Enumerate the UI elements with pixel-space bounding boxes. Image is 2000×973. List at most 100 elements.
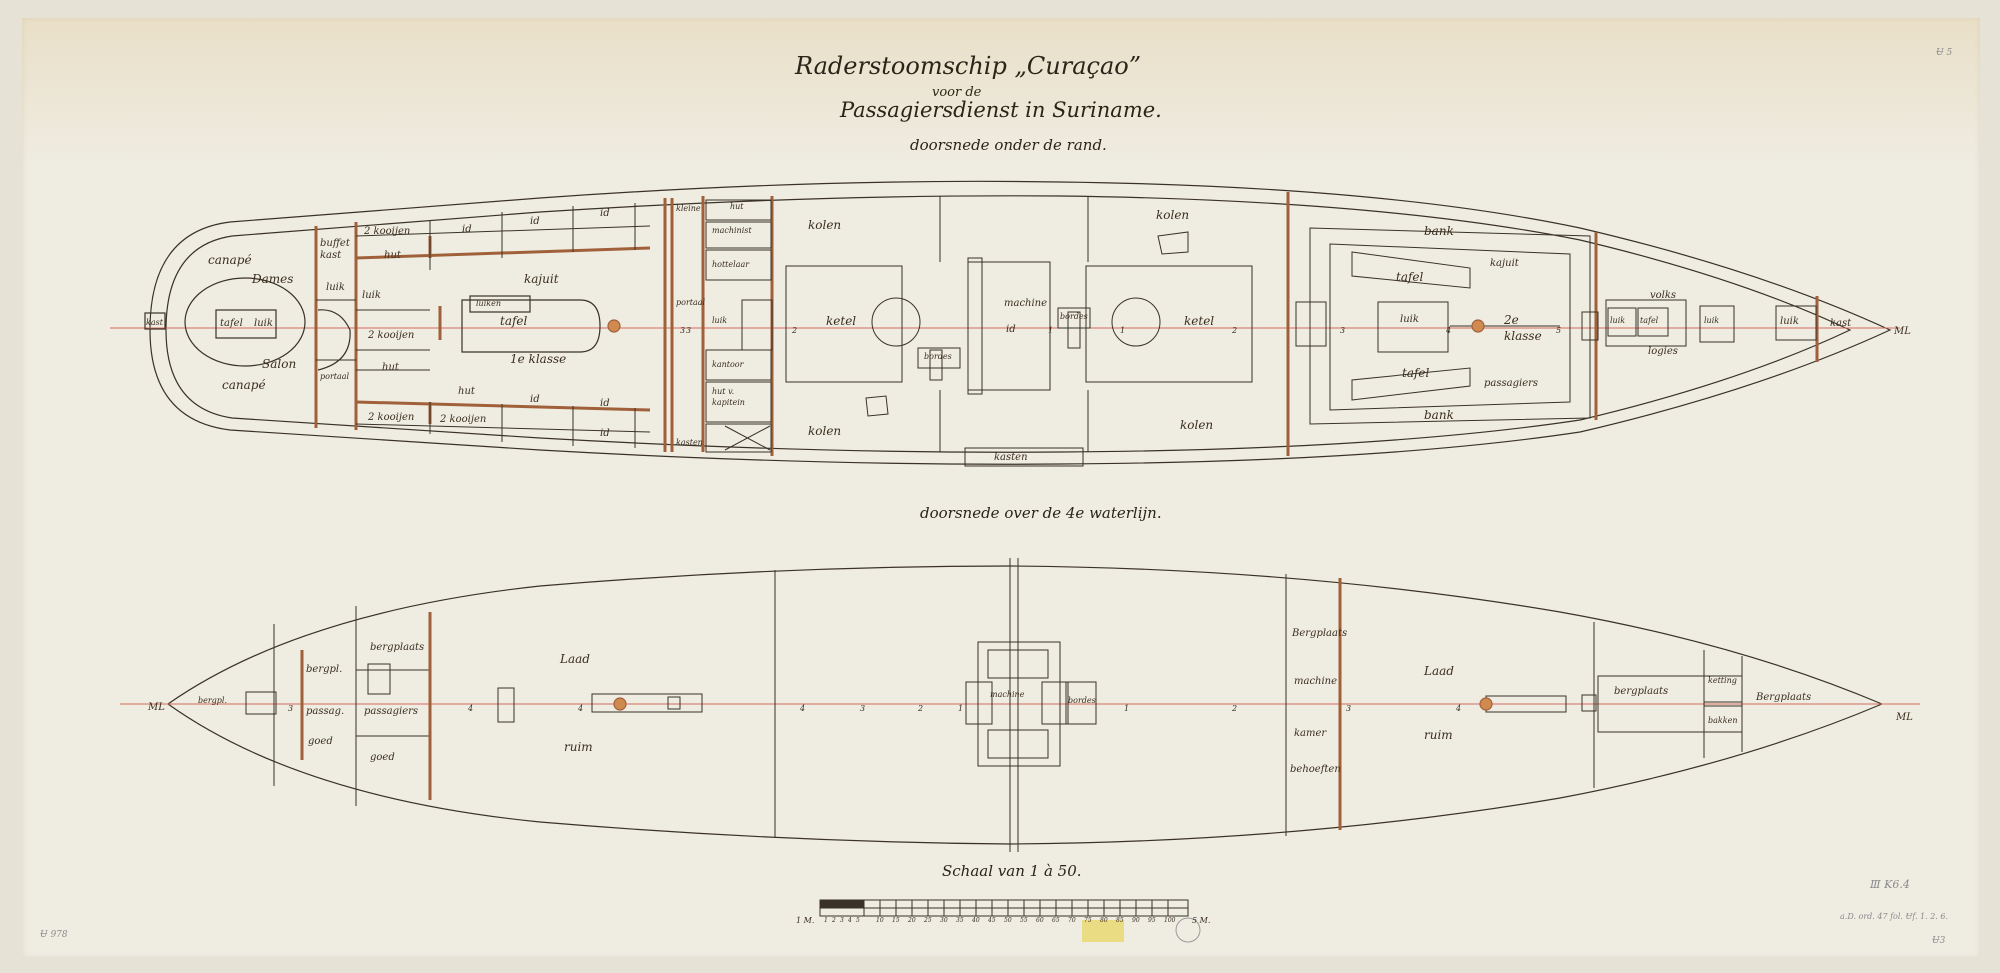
scale-right-unit: 5 M. — [1192, 916, 1211, 925]
lbl-tafel-2e-a: tafel — [1396, 270, 1424, 284]
upper-hull-outline — [149, 180, 1892, 465]
scale-tick: 10 — [876, 917, 884, 924]
title-line-3: Passagiersdienst in Suriname. — [840, 98, 1162, 122]
lower-hull-outline — [166, 565, 1884, 845]
lbl-canape-bottom: canapé — [222, 378, 266, 392]
lbl-dames: Dames — [252, 272, 294, 286]
lower-frame-num: 2 — [918, 704, 924, 713]
scale-tick: 95 — [1148, 917, 1156, 924]
lbl-id-4: id — [530, 394, 540, 405]
lbl-bergpl: bergpl. — [198, 696, 228, 705]
lower-frame-num: 4 — [800, 704, 806, 713]
scale-caption: Schaal van 1 à 50. — [942, 862, 1082, 880]
upper-deck-plan — [110, 180, 1900, 467]
lbl-bordes-1: bordes — [924, 352, 952, 361]
lbl-id-6: id — [600, 428, 610, 439]
lbl-luik-a: luik — [326, 282, 345, 293]
scale-tick: 4 — [848, 917, 852, 924]
lbl-kleine: kleine — [676, 204, 701, 213]
lbl-hut-1: hut — [384, 250, 401, 261]
lower-frame-num: 3 — [288, 704, 294, 713]
lbl-laad-1: Laad — [560, 652, 590, 666]
stamp-right-bottom: Ʉ3 — [1932, 936, 1946, 946]
lbl-id-1: id — [462, 224, 472, 235]
lbl-machine-id: id — [1006, 324, 1016, 335]
lbl-hut-3: hut — [458, 386, 475, 397]
stamp-right-note: a.D. ord. 47 fol. Ʉf. 1. 2. 6. — [1840, 912, 1949, 921]
lbl-kooijen-4: 2 kooijen — [440, 414, 487, 425]
second-class-table — [1377, 301, 1449, 353]
scale-tick: 75 — [1084, 917, 1092, 924]
scale-bar — [819, 899, 1189, 917]
upper-frame-num: 1 — [1120, 326, 1126, 335]
lower-plan-caption: doorsnede over de 4e waterlijn. — [920, 504, 1162, 522]
scale-tick: 20 — [908, 917, 916, 924]
lower-mast-fwd — [1479, 697, 1493, 711]
lbl-ml-left: ML — [148, 702, 165, 713]
title-line-2: voor de — [932, 85, 982, 100]
scale-tick: 50 — [1004, 917, 1012, 924]
lbl-kamer: kamer — [1294, 728, 1327, 739]
lbl-kast-bow: kast — [1830, 318, 1852, 329]
boiler-left — [785, 265, 903, 383]
lbl-kolen-4: kolen — [1180, 418, 1214, 432]
lbl-bordes-2: bordes — [1060, 312, 1088, 321]
lbl-luiken: luiken — [476, 299, 502, 308]
lbl-bakken: bakken — [1708, 716, 1738, 725]
title-line-1: Raderstoomschip „Curaçao” — [795, 52, 1141, 80]
lbl-bergplaats-1: bergplaats — [370, 642, 425, 653]
lbl-ruim-1: ruim — [564, 740, 593, 754]
lbl-id-2: id — [530, 216, 540, 227]
lbl-kasten-mid: kasten — [676, 438, 703, 447]
lbl-machine: machine — [1004, 298, 1048, 309]
scale-tick: 85 — [1116, 917, 1124, 924]
lbl-ketel-1: ketel — [826, 314, 857, 328]
scale-tick: 55 — [1020, 917, 1028, 924]
lbl-logies: logies — [1648, 346, 1678, 357]
lbl-goed-2: goed — [370, 752, 395, 763]
lbl-ml-right: ML — [1896, 712, 1913, 723]
lbl-bergplaats-4: Bergplaats — [1756, 692, 1812, 703]
paper-stain — [22, 18, 1980, 168]
lbl-luik-v3: luik — [1780, 316, 1799, 327]
lbl-hut-kleine: hut — [730, 202, 744, 211]
lbl-volks: volks — [1650, 290, 1677, 301]
lower-frame-num: 3 — [1346, 704, 1352, 713]
lbl-bordes-lower: bordes — [1068, 696, 1096, 705]
spiral-stair — [317, 309, 351, 371]
scale-tick: 40 — [972, 917, 980, 924]
first-class-table — [461, 299, 601, 353]
salon-table-outline — [184, 277, 306, 367]
lbl-ketting: ketting — [1708, 676, 1737, 685]
upper-frame-num: 3 — [680, 326, 686, 335]
lbl-behoeften: behoeften — [1290, 764, 1341, 775]
lower-engine — [965, 558, 1097, 852]
scale-tick: 15 — [892, 917, 900, 924]
lbl-kooijen-2: 2 kooijen — [368, 330, 415, 341]
lbl-klasse-1e: 1e klasse — [510, 352, 567, 366]
lbl-portaal-left: portaal — [320, 372, 350, 381]
stamp-left-margin: Ʉ 978 — [40, 930, 68, 940]
lbl-luik-salon: luik — [254, 318, 273, 329]
lbl-hottelaar: hottelaar — [712, 260, 750, 269]
lbl-luik-mid: luik — [712, 316, 728, 325]
lbl-bergplaats-2: Bergplaats — [1292, 628, 1348, 639]
scale-tick: 70 — [1068, 917, 1076, 924]
upper-frame-num: 4 — [1446, 326, 1452, 335]
lbl-ml-upper: ML — [1894, 326, 1911, 337]
lbl-laad-2: Laad — [1424, 664, 1454, 678]
lbl-kooijen-1: 2 kooijen — [364, 226, 411, 237]
lbl-ruim-2: ruim — [1424, 728, 1453, 742]
lbl-kolen-3: kolen — [808, 424, 842, 438]
lbl-tafel-1e: tafel — [500, 314, 528, 328]
lower-frame-num: 2 — [1232, 704, 1238, 713]
lbl-kasten-bottom: kasten — [994, 452, 1028, 463]
lbl-luik-v1: luik — [1610, 316, 1626, 325]
lbl-canape-top: canapé — [208, 253, 252, 267]
lbl-id-3: id — [600, 208, 610, 219]
boiler-right — [1085, 265, 1253, 383]
circle-stamp — [1175, 917, 1201, 943]
lower-frame-num: 1 — [958, 704, 964, 713]
